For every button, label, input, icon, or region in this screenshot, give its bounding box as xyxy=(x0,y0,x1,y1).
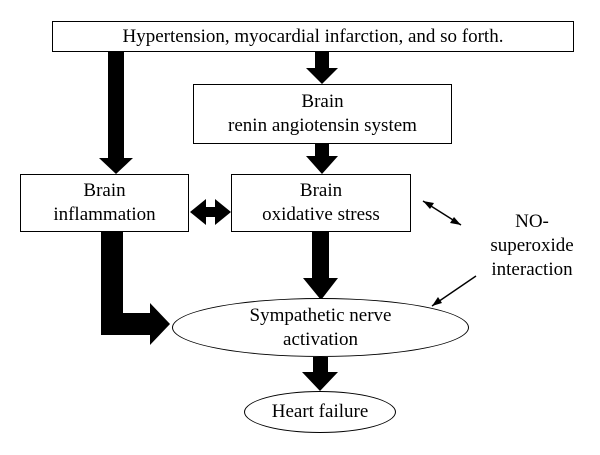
node-brain-ras-line1: Brain xyxy=(301,91,344,112)
node-brain-ras-line2: renin angiotensin system xyxy=(228,115,417,136)
node-brain-inflammation-line1: Brain xyxy=(83,180,126,201)
annotation-line1: NO- xyxy=(515,211,549,232)
node-brain-oxidative-stress: Brain oxidative stress xyxy=(231,174,411,232)
node-causes: Hypertension, myocardial infarction, and… xyxy=(52,21,574,52)
node-brain-inflammation-line2: inflammation xyxy=(53,204,156,225)
arrow-oxidative-to-sympathetic xyxy=(303,232,338,300)
node-heart-failure: Heart failure xyxy=(244,391,396,433)
annotation-no-superoxide: NO- superoxide interaction xyxy=(468,210,596,282)
arrow-inflammation-oxidative-bidirectional xyxy=(190,199,231,225)
node-brain-ras: Brain renin angiotensin system xyxy=(193,84,452,144)
arrowhead-annotation-end xyxy=(450,217,461,225)
node-causes-label: Hypertension, myocardial infarction, and… xyxy=(122,25,504,47)
node-sympathetic-activation-line2: activation xyxy=(283,328,358,350)
annotation-line3: interaction xyxy=(491,259,573,280)
arrow-inflammation-to-sympathetic xyxy=(101,232,170,345)
node-brain-oxidative-stress-line2: oxidative stress xyxy=(262,204,380,225)
arrowhead-sympathetic-end xyxy=(432,297,442,306)
node-sympathetic-activation-line1: Sympathetic nerve xyxy=(249,304,392,326)
arrow-causes-to-ras xyxy=(306,52,338,84)
annotation-line2: superoxide xyxy=(490,235,574,256)
arrow-ras-to-oxidative xyxy=(306,144,338,174)
node-brain-inflammation: Brain inflammation xyxy=(20,174,189,232)
node-heart-failure-label: Heart failure xyxy=(271,401,369,422)
node-sympathetic-activation: Sympathetic nerve activation xyxy=(172,298,469,357)
arrow-causes-to-inflammation xyxy=(99,52,133,174)
arrowhead-oxidative-end xyxy=(423,201,434,209)
arrow-sympathetic-to-heart-failure xyxy=(302,357,338,391)
node-brain-oxidative-stress-line1: Brain xyxy=(299,180,343,201)
